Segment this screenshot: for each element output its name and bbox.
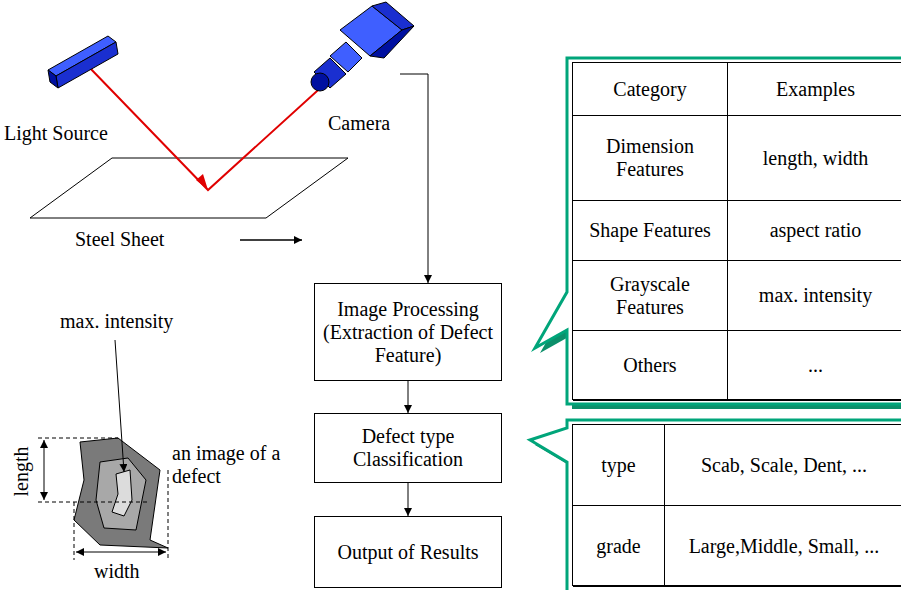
box-text: Output of Results: [337, 541, 478, 564]
table-cell: type: [573, 425, 665, 506]
defect-image: [74, 438, 168, 548]
table-cell: ...: [728, 331, 901, 401]
camera-symbol: [311, 2, 414, 91]
dimension-label: width: [94, 560, 140, 583]
box-text: Defect type Classification: [319, 425, 497, 471]
table-cell: Large,Middle, Small, ...: [665, 506, 901, 587]
cell-text: Large,Middle, Small, ...: [689, 535, 880, 558]
callout-shadow: [540, 63, 901, 409]
beam-head: [196, 174, 208, 190]
cell-text: Grayscale Features: [577, 273, 723, 319]
table-cell: aspect ratio: [728, 201, 901, 261]
motion-arrow: [240, 239, 302, 241]
flow-arrow: [408, 483, 409, 516]
annotation-label: max. intensity: [60, 310, 173, 333]
part-label: Light Source: [4, 122, 108, 145]
table-cell: length, width: [728, 116, 901, 201]
light-source-symbol: [48, 36, 118, 88]
cell-text: aspect ratio: [770, 219, 862, 242]
annotation-label: an image of a defect: [172, 442, 297, 488]
cell-text: type: [601, 454, 635, 477]
process-box: Output of Results: [314, 516, 502, 588]
cell-text: Others: [623, 354, 676, 377]
cell-text: Examples: [776, 78, 855, 101]
callout-panel: [530, 420, 901, 590]
cell-text: max. intensity: [759, 284, 872, 307]
dimension-lines: [38, 340, 168, 560]
cell-text: grade: [596, 535, 640, 558]
callout-shadow: [535, 425, 901, 590]
light-beam: [88, 66, 338, 190]
cell-text: Shape Features: [589, 219, 711, 242]
callout-panel: [535, 58, 901, 404]
signal-line: [400, 74, 428, 283]
part-label: Camera: [328, 112, 390, 135]
cell-text: Scab, Scale, Dent, ...: [701, 454, 867, 477]
cell-text: length, width: [763, 147, 869, 170]
table-cell: Scab, Scale, Dent, ...: [665, 425, 901, 506]
table-cell: max. intensity: [728, 261, 901, 331]
table-cell: Category: [573, 63, 728, 116]
part-label: Steel Sheet: [75, 228, 164, 251]
cell-text: ...: [808, 354, 823, 377]
table-cell: Dimension Features: [573, 116, 728, 201]
table-cell: Others: [573, 331, 728, 401]
table-cell: Grayscale Features: [573, 261, 728, 331]
box-text: Image Processing (Extraction of Defect F…: [319, 298, 497, 367]
process-box: Defect type Classification: [314, 413, 502, 483]
dimension-label: length: [10, 447, 33, 497]
table-cell: Examples: [728, 63, 901, 116]
table-cell: grade: [573, 506, 665, 587]
process-box: Image Processing (Extraction of Defect F…: [314, 283, 502, 381]
feature-table: Category ExamplesDimension Features length…: [572, 62, 901, 400]
flow-arrow: [408, 381, 409, 413]
cell-text: Category: [613, 78, 686, 101]
table-cell: Shape Features: [573, 201, 728, 261]
steel-sheet: [30, 158, 348, 218]
cell-text: Dimension Features: [577, 135, 723, 181]
classification-table: type Scab, Scale, Dent, ... grade Large,Mid…: [572, 424, 901, 586]
